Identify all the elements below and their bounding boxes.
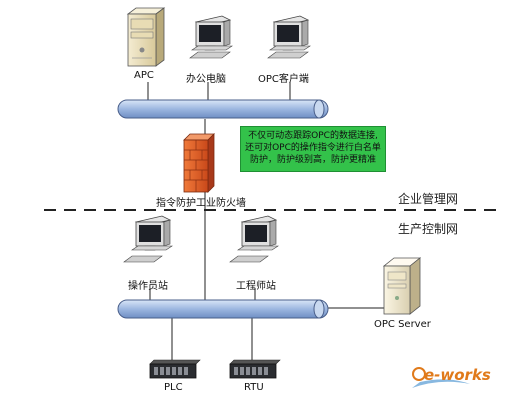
firewall-label: 指令防护工业防火墙 xyxy=(156,198,246,209)
operator-station-pc-icon xyxy=(123,215,173,263)
rtu-label: RTU xyxy=(244,382,264,393)
firewall-note-line: 防护，防护级别高，防护更精准 xyxy=(249,155,376,165)
control-bus xyxy=(117,299,329,319)
operator-station-label: 操作员站 xyxy=(128,281,168,292)
enterprise-bus xyxy=(117,99,329,119)
firewall-note-box: 不仅可动态跟踪OPC的数据连接, 还可对OPC的操作指令进行白名单 防护，防护级… xyxy=(240,126,386,172)
plc-icon xyxy=(149,359,201,379)
office-pc-label: 办公电脑 xyxy=(186,74,226,85)
firewall-note-line: 不仅可动态跟踪OPC的数据连接, xyxy=(248,131,378,141)
office-pc-icon xyxy=(189,15,233,59)
watermark: e-works xyxy=(424,366,491,384)
enterprise-zone-label: 企业管理网 xyxy=(398,192,459,206)
rtu-icon xyxy=(229,359,281,379)
firewall-note-line: 还可对OPC的操作指令进行白名单 xyxy=(245,143,381,153)
eworks-logo-icon xyxy=(412,367,470,388)
engineer-station-pc-icon xyxy=(229,215,279,263)
engineer-station-label: 工程师站 xyxy=(236,281,276,292)
production-zone-label: 生产控制网 xyxy=(398,222,459,236)
opc-client-label: OPC客户端 xyxy=(258,74,309,85)
opc-server-icon xyxy=(382,257,422,315)
opc-client-pc-icon xyxy=(267,15,311,59)
apc-tower-icon xyxy=(126,7,166,67)
plc-label: PLC xyxy=(164,382,183,393)
apc-label: APC xyxy=(134,70,154,81)
firewall-icon xyxy=(183,133,215,193)
opc-server-label: OPC Server xyxy=(374,319,431,330)
